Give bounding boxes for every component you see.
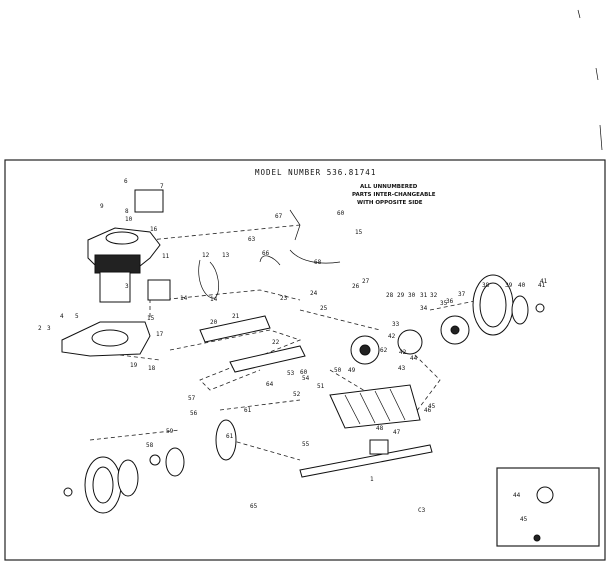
- part-label: 63: [248, 236, 256, 243]
- part-label: 55: [302, 441, 310, 448]
- part-label: 41: [540, 278, 548, 285]
- part-label: 44: [410, 355, 418, 362]
- part-label: 21: [232, 313, 240, 320]
- part-label: 61: [226, 433, 234, 440]
- part-label: 41: [538, 282, 546, 289]
- model-number-header: MODEL NUMBER 536.81741: [255, 168, 376, 177]
- assembly-lines: [89, 224, 481, 461]
- part-label: 32: [430, 292, 438, 299]
- scan-marks: [577, 9, 603, 151]
- part-label: 18: [148, 365, 156, 372]
- part-label: 39: [505, 282, 513, 289]
- part-label: 47: [393, 429, 401, 436]
- part-label: 30: [408, 292, 416, 299]
- part-label: 54: [302, 375, 310, 382]
- part-label: 58: [146, 442, 154, 449]
- part-label: 8: [125, 208, 129, 215]
- part-label: 53: [287, 370, 295, 377]
- inset-label-45: 45: [520, 516, 528, 523]
- part-label: 26: [352, 283, 360, 290]
- part-label: 22: [272, 339, 280, 346]
- left-wheel-assembly: [63, 419, 237, 514]
- deck-housing: [61, 321, 151, 357]
- part-label: 15: [147, 315, 155, 322]
- part-label: 34: [420, 305, 428, 312]
- part-label: 28: [386, 292, 394, 299]
- part-label: 68: [314, 259, 322, 266]
- part-label: 11: [162, 253, 170, 260]
- part-callouts: 6 7 8 9 10 16 11 12 13 14 15 3 4 5 2 3 1…: [38, 178, 548, 510]
- part-label: 46: [424, 407, 432, 414]
- part-label: 29: [397, 292, 405, 299]
- part-label: 6: [124, 178, 128, 185]
- part-label: 3: [125, 283, 129, 290]
- part-label: 62: [380, 347, 388, 354]
- right-wheel-assembly: [397, 274, 545, 355]
- belts-cables: [198, 209, 341, 299]
- part-label: 40: [518, 282, 526, 289]
- part-label: 25: [320, 305, 328, 312]
- part-label: 9: [100, 203, 104, 210]
- part-label: 31: [420, 292, 428, 299]
- part-label: 49: [348, 367, 356, 374]
- part-label: 7: [160, 183, 164, 190]
- part-label: 50: [334, 367, 342, 374]
- part-label: 37: [458, 291, 466, 298]
- handle-bar: [299, 439, 433, 478]
- part-label: 60: [337, 210, 345, 217]
- figure-code: C3: [418, 507, 426, 514]
- part-label: 13: [222, 252, 230, 259]
- part-label: 5: [75, 313, 79, 320]
- part-label: 15: [355, 229, 363, 236]
- part-label: 4: [60, 313, 64, 320]
- part-label: 67: [275, 213, 283, 220]
- part-label: 17: [156, 331, 164, 338]
- part-label: 27: [362, 278, 370, 285]
- part-label: 33: [392, 321, 400, 328]
- part-label: 38: [482, 282, 490, 289]
- part-label: 42: [388, 333, 396, 340]
- part-label: 24: [310, 290, 318, 297]
- part-label: 10: [125, 216, 133, 223]
- part-label: 19: [130, 362, 138, 369]
- part-label: 56: [190, 410, 198, 417]
- part-label: 61: [244, 407, 252, 414]
- part-label: 57: [188, 395, 196, 402]
- rollers: [199, 315, 306, 373]
- part-label: 48: [376, 425, 384, 432]
- part-label: 66: [262, 250, 270, 257]
- engine-assembly: [87, 189, 171, 303]
- part-label: 1: [370, 476, 374, 483]
- part-label: 65: [250, 503, 258, 510]
- part-label: 20: [210, 319, 218, 326]
- part-label: 3: [47, 325, 51, 332]
- note-line-1: ALL UNNUMBERED: [360, 184, 418, 190]
- inset-box: 44 45: [496, 467, 600, 547]
- part-label: 35: [440, 300, 448, 307]
- part-label: 59: [166, 428, 174, 435]
- part-label: 51: [317, 383, 325, 390]
- diagram-frame: [4, 159, 606, 561]
- part-label: 12: [202, 252, 210, 259]
- part-label: 36: [446, 298, 454, 305]
- part-label: 64: [266, 381, 274, 388]
- part-label: 14: [180, 295, 188, 302]
- inset-label-44: 44: [513, 492, 521, 499]
- part-label: 60: [300, 369, 308, 376]
- part-label: 23: [280, 295, 288, 302]
- part-label: 2: [38, 325, 42, 332]
- part-label: 16: [150, 226, 158, 233]
- reel-assembly: [329, 335, 421, 429]
- part-label: 42: [399, 349, 407, 356]
- note-line-2: PARTS INTER-CHANGEABLE: [352, 192, 436, 198]
- part-label: 45: [428, 403, 436, 410]
- note-line-3: WITH OPPOSITE SIDE: [357, 200, 423, 206]
- part-label: 43: [398, 365, 406, 372]
- part-label: 14: [210, 296, 218, 303]
- part-label: 52: [293, 391, 301, 398]
